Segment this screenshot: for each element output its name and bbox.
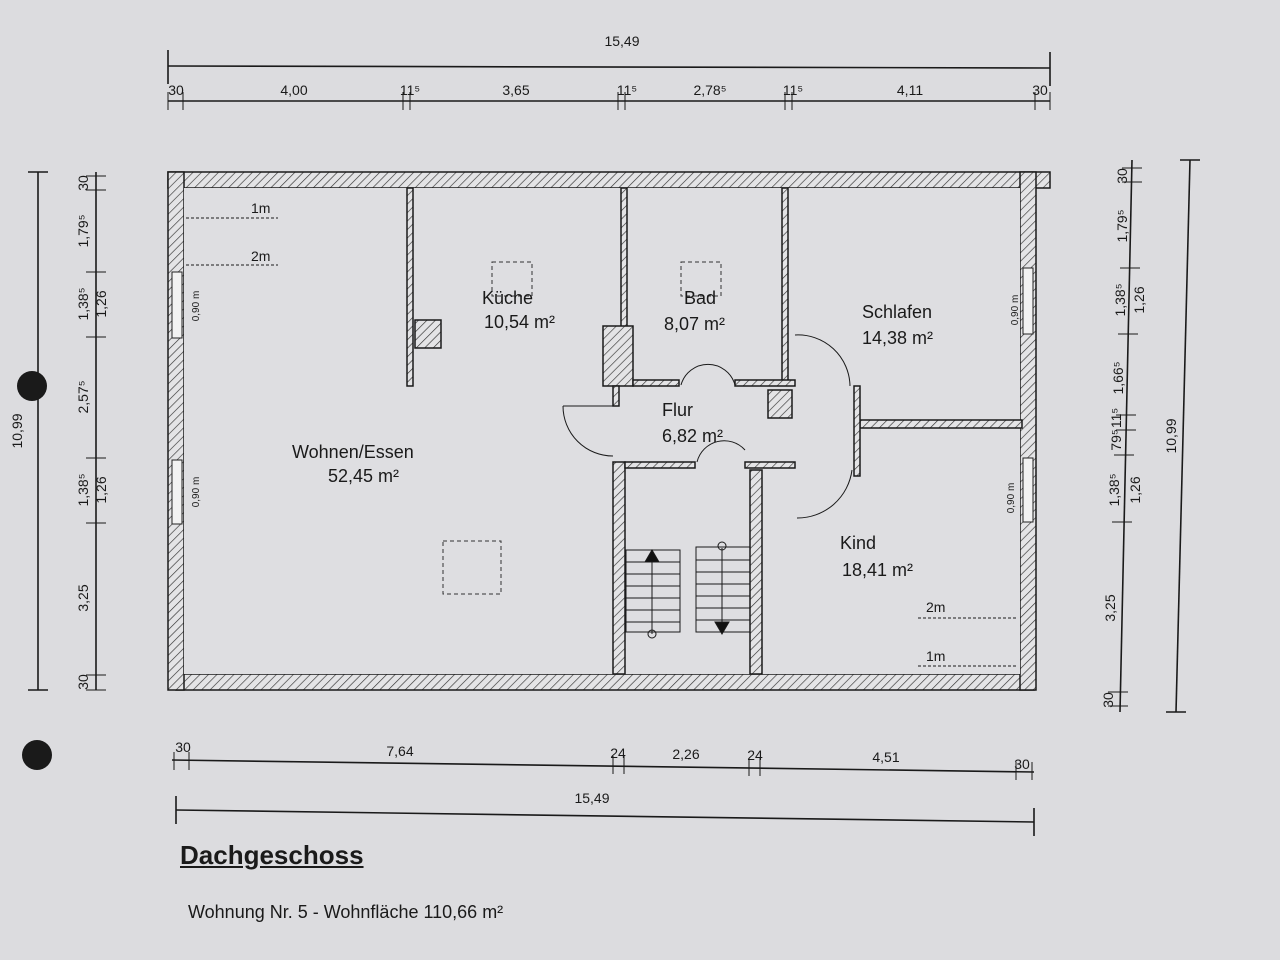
room-name-kind: Kind xyxy=(840,533,876,553)
room-area-wohnen-essen: 52,45 m² xyxy=(328,466,399,486)
room-name-kueche: Küche xyxy=(482,288,533,308)
dim-label: 11⁵ xyxy=(400,82,420,98)
dim-label: 30 xyxy=(1100,692,1116,708)
plan-title: Dachgeschoss xyxy=(180,840,364,870)
height-line-label: 2m xyxy=(251,248,270,264)
walls xyxy=(167,171,1051,691)
dim-total-top: 15,49 xyxy=(604,33,639,49)
dim-label: 1,79⁵ xyxy=(1114,209,1130,242)
doors xyxy=(562,334,853,519)
dim-label: 1,26 xyxy=(93,290,109,317)
window-label: 0,90 m xyxy=(191,291,202,322)
dim-total-left: 10,99 xyxy=(9,413,25,448)
dim-label: 1,66⁵ xyxy=(1110,361,1126,394)
dim-label: 11⁵ xyxy=(1108,408,1124,428)
dim-label: 30 xyxy=(168,82,184,98)
dimension-bottom: 30 7,64 24 2,26 24 4,51 30 15,49 xyxy=(171,739,1035,836)
room-name-wohnen-essen: Wohnen/Essen xyxy=(292,442,414,462)
dim-label: 30 xyxy=(1114,168,1130,184)
dim-label: 3,25 xyxy=(75,584,91,611)
windows: 0,90 m 0,90 m 0,90 m 0,90 m xyxy=(171,267,1034,525)
height-line-label: 2m xyxy=(926,599,945,615)
dim-label: 1,26 xyxy=(1127,476,1143,503)
plan-subtitle: Wohnung Nr. 5 - Wohnfläche 110,66 m² xyxy=(188,902,504,922)
window-label: 0,90 m xyxy=(1010,295,1021,326)
dim-label: 11⁵ xyxy=(617,82,637,98)
dim-label: 24 xyxy=(610,745,626,761)
dim-label: 4,51 xyxy=(872,749,899,765)
room-area-kind: 18,41 m² xyxy=(842,560,913,580)
room-area-flur: 6,82 m² xyxy=(662,426,723,446)
dim-label: 1,38⁵ xyxy=(1112,283,1128,316)
dim-label: 3,25 xyxy=(1102,594,1118,621)
dim-label: 30 xyxy=(1014,756,1030,772)
dim-label: 4,11 xyxy=(897,82,923,98)
dim-total-bottom: 15,49 xyxy=(574,790,609,806)
dimension-right: 30 1,79⁵ 1,38⁵ 1,66⁵ 79⁵ 11⁵ 1,38⁵ 3,25 … xyxy=(1100,159,1200,713)
dim-label: 7,64 xyxy=(386,743,413,759)
dim-label: 30 xyxy=(75,175,91,191)
dim-label: 2,78⁵ xyxy=(693,82,726,98)
room-area-bad: 8,07 m² xyxy=(664,314,725,334)
dim-label: 2,26 xyxy=(672,746,699,762)
height-lines: 1m 2m 2m 1m xyxy=(186,200,1018,667)
dim-label: 1,38⁵ xyxy=(75,287,91,320)
dim-label: 1,38⁵ xyxy=(75,473,91,506)
dim-label: 30 xyxy=(175,739,191,755)
dimension-top: 15,49 30 4,00 11⁵ 3,65 11⁵ 2,78⁵ 11⁵ 4,1… xyxy=(167,33,1051,110)
room-name-bad: Bad xyxy=(684,288,716,308)
window-label: 0,90 m xyxy=(191,477,202,508)
dim-label: 24 xyxy=(747,747,763,763)
dim-label: 11⁵ xyxy=(783,82,803,98)
dim-label: 3,65 xyxy=(502,82,529,98)
dim-label: 2,57⁵ xyxy=(75,380,91,413)
height-line-label: 1m xyxy=(926,648,945,664)
punch-hole xyxy=(22,740,52,770)
skylights xyxy=(442,261,722,595)
dim-label: 30 xyxy=(1032,82,1048,98)
room-area-schlafen: 14,38 m² xyxy=(862,328,933,348)
room-name-schlafen: Schlafen xyxy=(862,302,932,322)
stairs xyxy=(625,541,751,639)
punch-hole xyxy=(17,371,47,401)
dim-label: 1,26 xyxy=(1131,286,1147,313)
dim-label: 30 xyxy=(75,674,91,690)
dim-label: 1,38⁵ xyxy=(1106,473,1122,506)
room-area-kueche: 10,54 m² xyxy=(484,312,555,332)
room-labels: Küche 10,54 m² Bad 8,07 m² Schlafen 14,3… xyxy=(292,288,933,580)
dim-label: 1,26 xyxy=(93,476,109,503)
window-label: 0,90 m xyxy=(1006,483,1017,514)
dim-label: 1,79⁵ xyxy=(75,214,91,247)
dim-label: 4,00 xyxy=(280,82,307,98)
dimension-left: 10,99 30 1,79⁵ 1,38⁵ 2,57⁵ 1,38⁵ 3,25 30… xyxy=(9,171,109,691)
dim-total-right: 10,99 xyxy=(1163,418,1179,453)
room-name-flur: Flur xyxy=(662,400,693,420)
height-line-label: 1m xyxy=(251,200,270,216)
dim-label: 79⁵ xyxy=(1108,429,1124,450)
